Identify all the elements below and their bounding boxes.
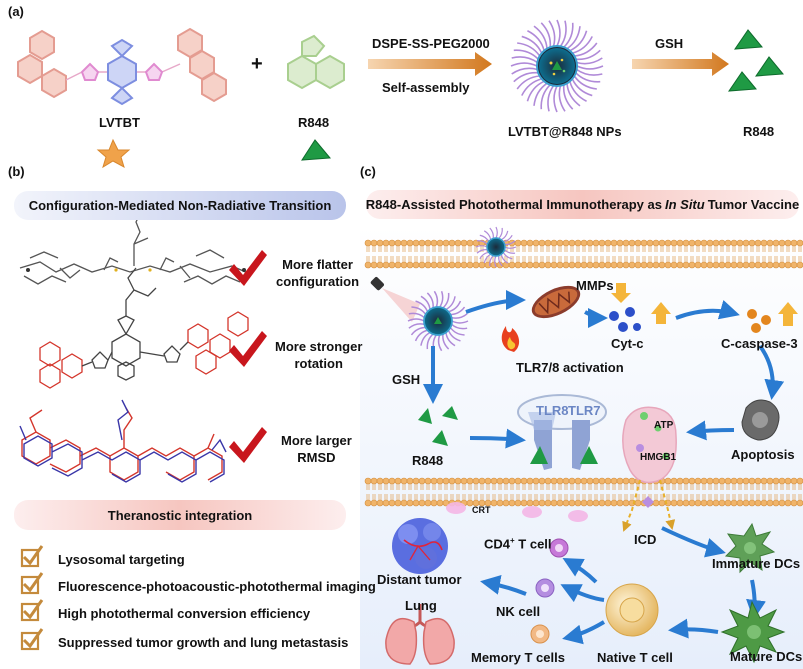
tlr-activation-label: TLR7/8 activation bbox=[516, 360, 624, 375]
rotation-structure bbox=[39, 267, 249, 389]
cell-membrane-bottom bbox=[364, 477, 803, 507]
immature-dc-label: Immature DCs bbox=[712, 556, 801, 571]
gsh-label-c: GSH bbox=[392, 372, 421, 387]
caspase-molecules bbox=[747, 309, 771, 333]
nk-label: NK cell bbox=[496, 604, 541, 619]
panel-a-label: (a) bbox=[8, 4, 24, 19]
lung-icon bbox=[385, 604, 455, 665]
check-mark-icons bbox=[229, 250, 267, 463]
cd4-label: CD4+ T cell bbox=[484, 536, 552, 552]
hmgb1-label: HMGB1 bbox=[640, 452, 677, 463]
cytc-label: Cyt-c bbox=[611, 336, 644, 351]
checkbox-icons bbox=[20, 545, 44, 651]
lvtbt-label: LVTBT bbox=[99, 115, 140, 130]
rmsd-structure bbox=[19, 399, 227, 483]
configuration-header: Configuration-Mediated Non-Radiative Tra… bbox=[14, 191, 346, 220]
r848-triangles-cell bbox=[418, 406, 458, 446]
released-r848 bbox=[728, 29, 784, 92]
mmps-label: MMPs bbox=[576, 278, 614, 293]
gsh-arrow bbox=[632, 52, 729, 76]
immature-dc-icon bbox=[724, 522, 776, 574]
lvtbt-core bbox=[107, 38, 137, 106]
nanoparticle-a bbox=[510, 19, 604, 113]
self-assembly-arrow bbox=[368, 52, 492, 76]
panel-c-header: R848-Assisted Photothermal Immunotherapy… bbox=[366, 190, 799, 219]
nanoparticle-membrane bbox=[475, 226, 517, 268]
caspase-label: C-caspase-3 bbox=[721, 336, 798, 351]
theranostic-header: Theranostic integration bbox=[14, 500, 346, 530]
np-label: LVTBT@R848 NPs bbox=[508, 124, 622, 139]
mitochondrion-icon bbox=[531, 285, 581, 319]
flow-arrows bbox=[423, 290, 785, 645]
check-icon-1 bbox=[229, 250, 267, 286]
icd-label: ICD bbox=[634, 532, 657, 547]
r848-released-label: R848 bbox=[743, 124, 775, 139]
r848-molecule bbox=[287, 34, 345, 90]
r848-triangle-icon bbox=[301, 139, 332, 161]
mature-dc-label: Mature DCs bbox=[730, 649, 803, 664]
check-icon-3 bbox=[229, 427, 267, 463]
distant-tumor-icon bbox=[392, 518, 448, 574]
distant-tumor-label: Distant tumor bbox=[377, 572, 462, 587]
lvtbt-molecule bbox=[17, 27, 227, 103]
check-icon-2 bbox=[229, 331, 267, 367]
self-assembly-label: Self-assembly bbox=[382, 80, 470, 95]
reagent-label: DSPE-SS-PEG2000 bbox=[372, 36, 490, 51]
nanoparticle-cell bbox=[407, 290, 469, 352]
plus-sign: + bbox=[251, 53, 263, 75]
memory-t-cells-label: Memory T cells bbox=[471, 650, 565, 665]
crt-proteins bbox=[446, 502, 588, 522]
lung-label: Lung bbox=[405, 598, 437, 613]
gsh-label-a: GSH bbox=[655, 36, 684, 51]
apoptosis-cell-icon bbox=[741, 399, 780, 441]
lvtbt-linkers bbox=[65, 63, 181, 81]
panel-b-label: (b) bbox=[8, 164, 25, 179]
caspase-up-arrow bbox=[778, 302, 798, 326]
apoptosis-label: Apoptosis bbox=[731, 447, 795, 462]
checklist-item-4: Suppressed tumor growth and lung metasta… bbox=[58, 635, 349, 650]
panel-c-label: (c) bbox=[360, 164, 376, 179]
crt-label: CRT bbox=[472, 505, 491, 515]
dying-cell-icon bbox=[622, 406, 677, 484]
checklist-item-3: High photothermal conversion efficiency bbox=[58, 606, 311, 621]
tlr8-label: TLR8 bbox=[536, 403, 569, 418]
lvtbt-thiophenes bbox=[80, 62, 164, 81]
native-t-cell-label: Native T cell bbox=[597, 650, 673, 665]
checklist-item-2: Fluorescence-photoacoustic-photothermal … bbox=[58, 579, 376, 594]
flat-configuration-structure bbox=[19, 199, 251, 285]
mature-dc-icon bbox=[720, 600, 786, 664]
r848-label-c: R848 bbox=[412, 453, 444, 468]
mmps-down-arrow bbox=[611, 283, 631, 303]
atp-label: ATP bbox=[654, 420, 674, 431]
cytc-up-arrow bbox=[651, 302, 671, 324]
r848-label-a: R848 bbox=[298, 115, 330, 130]
tlr7-label: TLR7 bbox=[568, 403, 601, 418]
cytc-molecules bbox=[609, 307, 641, 332]
tlr-complex bbox=[517, 394, 607, 470]
checklist-item-1: Lysosomal targeting bbox=[58, 552, 185, 567]
lvtbt-star-icon bbox=[96, 138, 131, 169]
